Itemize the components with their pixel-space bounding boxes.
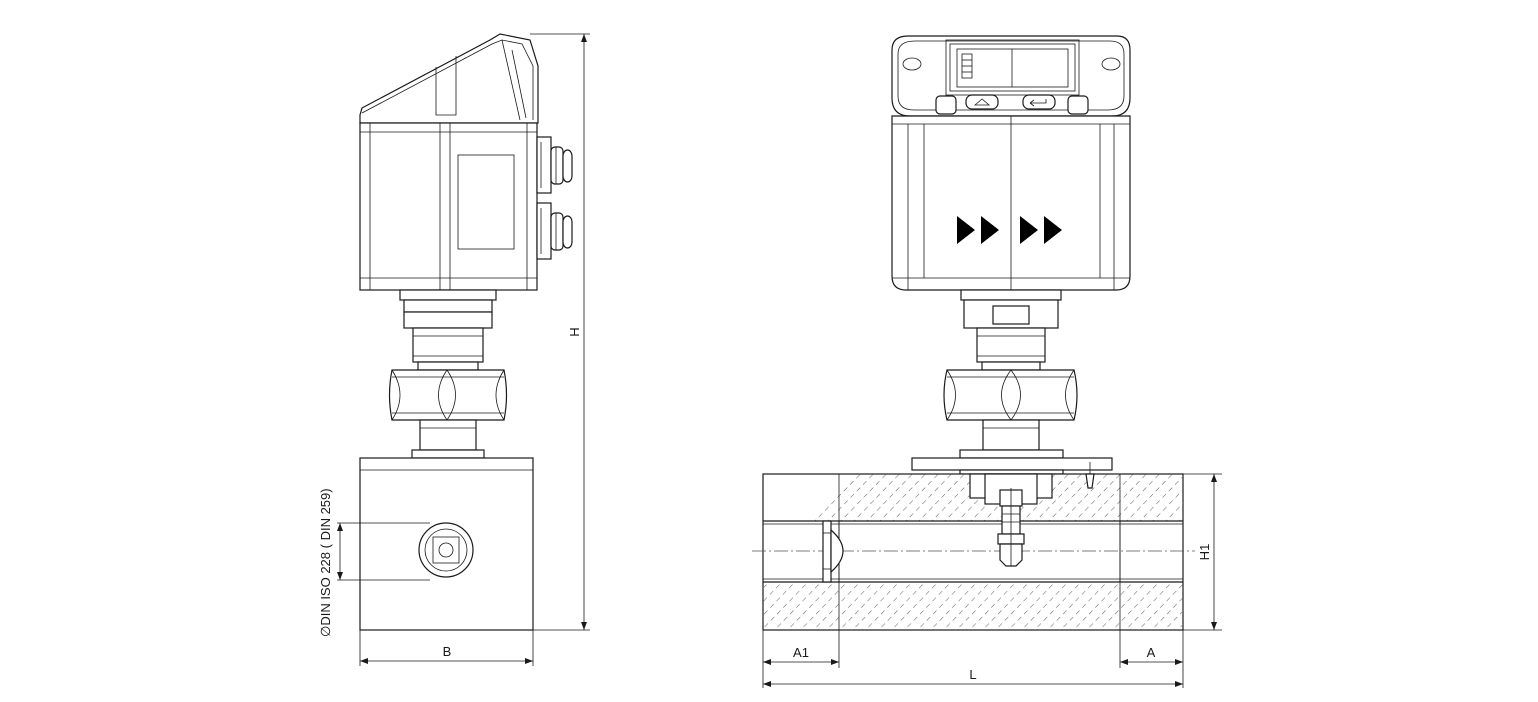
a1-label: A1	[793, 645, 809, 660]
connector-lower	[536, 202, 573, 260]
h1-label: H1	[1197, 544, 1212, 561]
hatch-line	[763, 474, 923, 630]
a-dimension: A	[1119, 630, 1184, 688]
hatch-line	[1128, 474, 1183, 630]
a1-dimension: A1	[762, 630, 840, 688]
mounting-flange	[911, 457, 1113, 471]
side-lower-stem	[411, 419, 485, 459]
flow-arrow-icon	[957, 216, 975, 244]
up-button[interactable]	[965, 94, 999, 110]
hatch-line	[1076, 474, 1183, 630]
hatch-line	[1246, 464, 1416, 640]
flow-arrow-icon	[981, 216, 999, 244]
hatch-line	[1063, 474, 1183, 630]
front-display-head	[891, 35, 1131, 117]
pipe-section	[752, 464, 1429, 640]
side-hex-nut	[388, 369, 508, 421]
hatch-line	[894, 474, 1066, 630]
hatch-line	[1011, 474, 1183, 630]
b-dimension: B	[359, 630, 534, 666]
hatch-line	[1259, 464, 1429, 640]
pipe-hatching	[763, 464, 1429, 640]
side-stem	[399, 289, 497, 371]
l-label: L	[969, 667, 976, 682]
hatch-line	[972, 474, 1144, 630]
hatch-line	[920, 474, 1092, 630]
hatch-line	[790, 474, 962, 630]
flow-arrow-icon	[1044, 216, 1062, 244]
hatch-line	[1220, 464, 1390, 640]
front-lower-stem	[911, 419, 1113, 475]
hatch-line	[907, 474, 1079, 630]
side-view: ∅DIN ISO 228 ( DIN 259) H B	[318, 33, 590, 666]
front-view: H1 A1 A L	[752, 35, 1429, 688]
hatch-line	[1141, 474, 1183, 630]
hatch-line	[829, 474, 1001, 630]
side-top-cap	[359, 33, 539, 124]
hatch-line	[1037, 474, 1183, 630]
hatch-line	[985, 474, 1157, 630]
hatch-line	[842, 474, 1014, 630]
hatch-line	[855, 474, 1027, 630]
side-label-window	[457, 154, 515, 250]
hatch-line	[816, 474, 988, 630]
flow-arrows	[957, 216, 1062, 244]
side-connectors	[536, 136, 573, 260]
hatch-line	[946, 474, 1118, 630]
enter-button[interactable]	[1022, 94, 1056, 110]
hatch-line	[998, 474, 1170, 630]
h-label: H	[567, 327, 582, 336]
hatch-line	[1233, 464, 1403, 640]
hatch-line	[764, 474, 936, 630]
a-label: A	[1147, 645, 1156, 660]
hatch-line	[1102, 474, 1183, 630]
display-window	[945, 39, 1080, 96]
flow-arrow-icon	[1020, 216, 1038, 244]
connector-upper	[536, 136, 573, 194]
hatch-line	[1024, 474, 1183, 630]
front-hex-nut	[943, 369, 1078, 421]
hatch-line	[763, 474, 910, 630]
hatch-line	[777, 474, 949, 630]
hatch-line	[1050, 474, 1183, 630]
sensor-insert	[969, 462, 1095, 567]
l-dimension: L	[763, 667, 1183, 687]
diameter-dimension: ∅DIN ISO 228 ( DIN 259)	[318, 488, 430, 637]
hatch-line	[868, 474, 1040, 630]
enter-arrow-icon	[1029, 99, 1047, 107]
hatch-line	[1089, 474, 1183, 630]
front-housing	[891, 115, 1131, 291]
side-pipe-block	[359, 457, 534, 631]
pipe-outer-circle	[418, 522, 474, 578]
hatch-line	[933, 474, 1105, 630]
side-housing	[359, 122, 538, 291]
hatch-line	[803, 474, 975, 630]
hatch-line	[1194, 464, 1364, 640]
front-stem	[960, 289, 1062, 371]
h-dimension: H	[530, 33, 590, 631]
hatch-line	[1167, 474, 1183, 630]
hatch-line	[959, 474, 1131, 630]
hatch-line	[1115, 474, 1183, 630]
hatch-line	[881, 474, 1053, 630]
hatch-line	[1207, 464, 1377, 640]
flow-disc	[822, 520, 844, 583]
h1-dimension: H1	[1183, 473, 1222, 631]
triangle-up-icon	[973, 98, 991, 106]
diameter-label: ∅DIN ISO 228 ( DIN 259)	[318, 488, 333, 637]
b-label: B	[443, 644, 452, 659]
